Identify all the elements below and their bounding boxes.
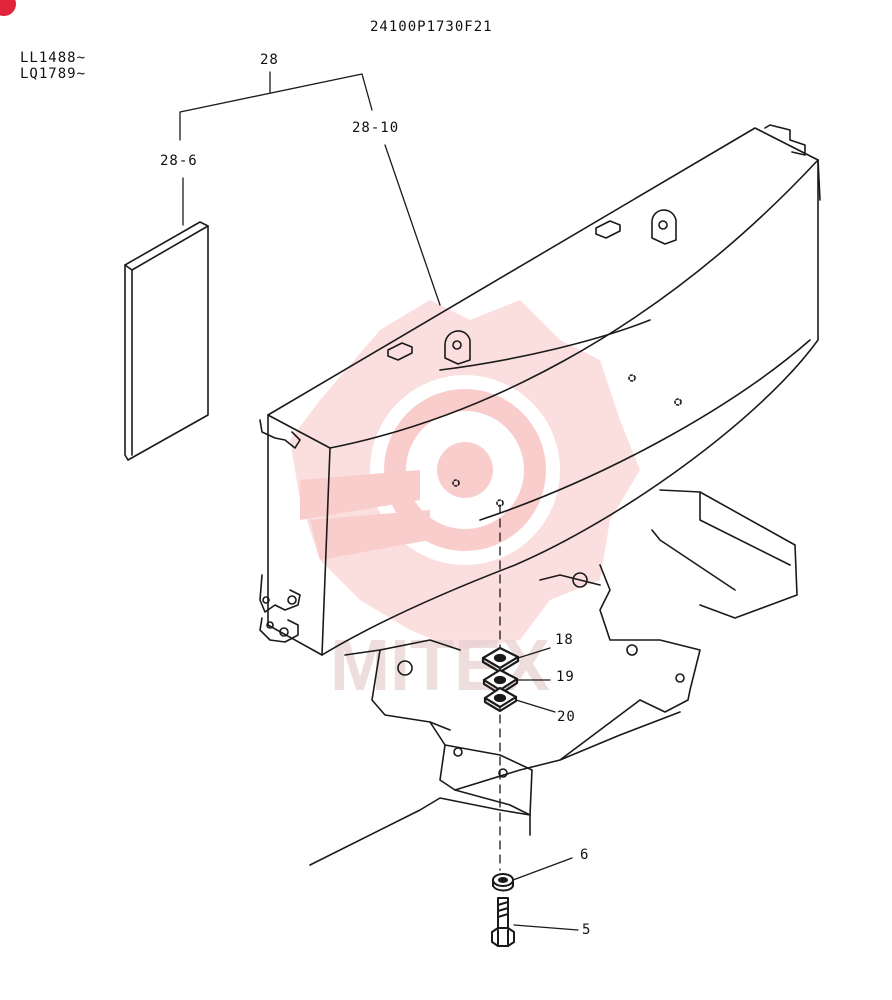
callout-20: 20 bbox=[557, 709, 576, 725]
watermark-logo bbox=[290, 300, 640, 650]
callout-18: 18 bbox=[555, 632, 574, 648]
callout-5: 5 bbox=[582, 922, 592, 938]
watermark-text: MITEX bbox=[330, 626, 550, 706]
callout-leaders-top bbox=[179, 71, 441, 306]
mounting-frame bbox=[309, 489, 798, 866]
callout-6: 6 bbox=[580, 847, 590, 863]
washer-6 bbox=[492, 873, 514, 892]
bolt-5 bbox=[491, 897, 515, 947]
side-panel-28-6 bbox=[124, 221, 209, 461]
callout-leaders-parts bbox=[512, 647, 579, 931]
counterweight-body bbox=[259, 124, 821, 656]
callout-19: 19 bbox=[556, 669, 575, 685]
serial-range-1: LL1488~ bbox=[20, 50, 87, 66]
part-number-header: 24100P1730F21 bbox=[370, 19, 493, 35]
callout-28-6: 28-6 bbox=[160, 153, 198, 169]
corner-badge bbox=[0, 0, 16, 16]
serial-range-2: LQ1789~ bbox=[20, 66, 87, 82]
callout-28-10: 28-10 bbox=[352, 120, 400, 136]
callout-28: 28 bbox=[260, 52, 279, 68]
